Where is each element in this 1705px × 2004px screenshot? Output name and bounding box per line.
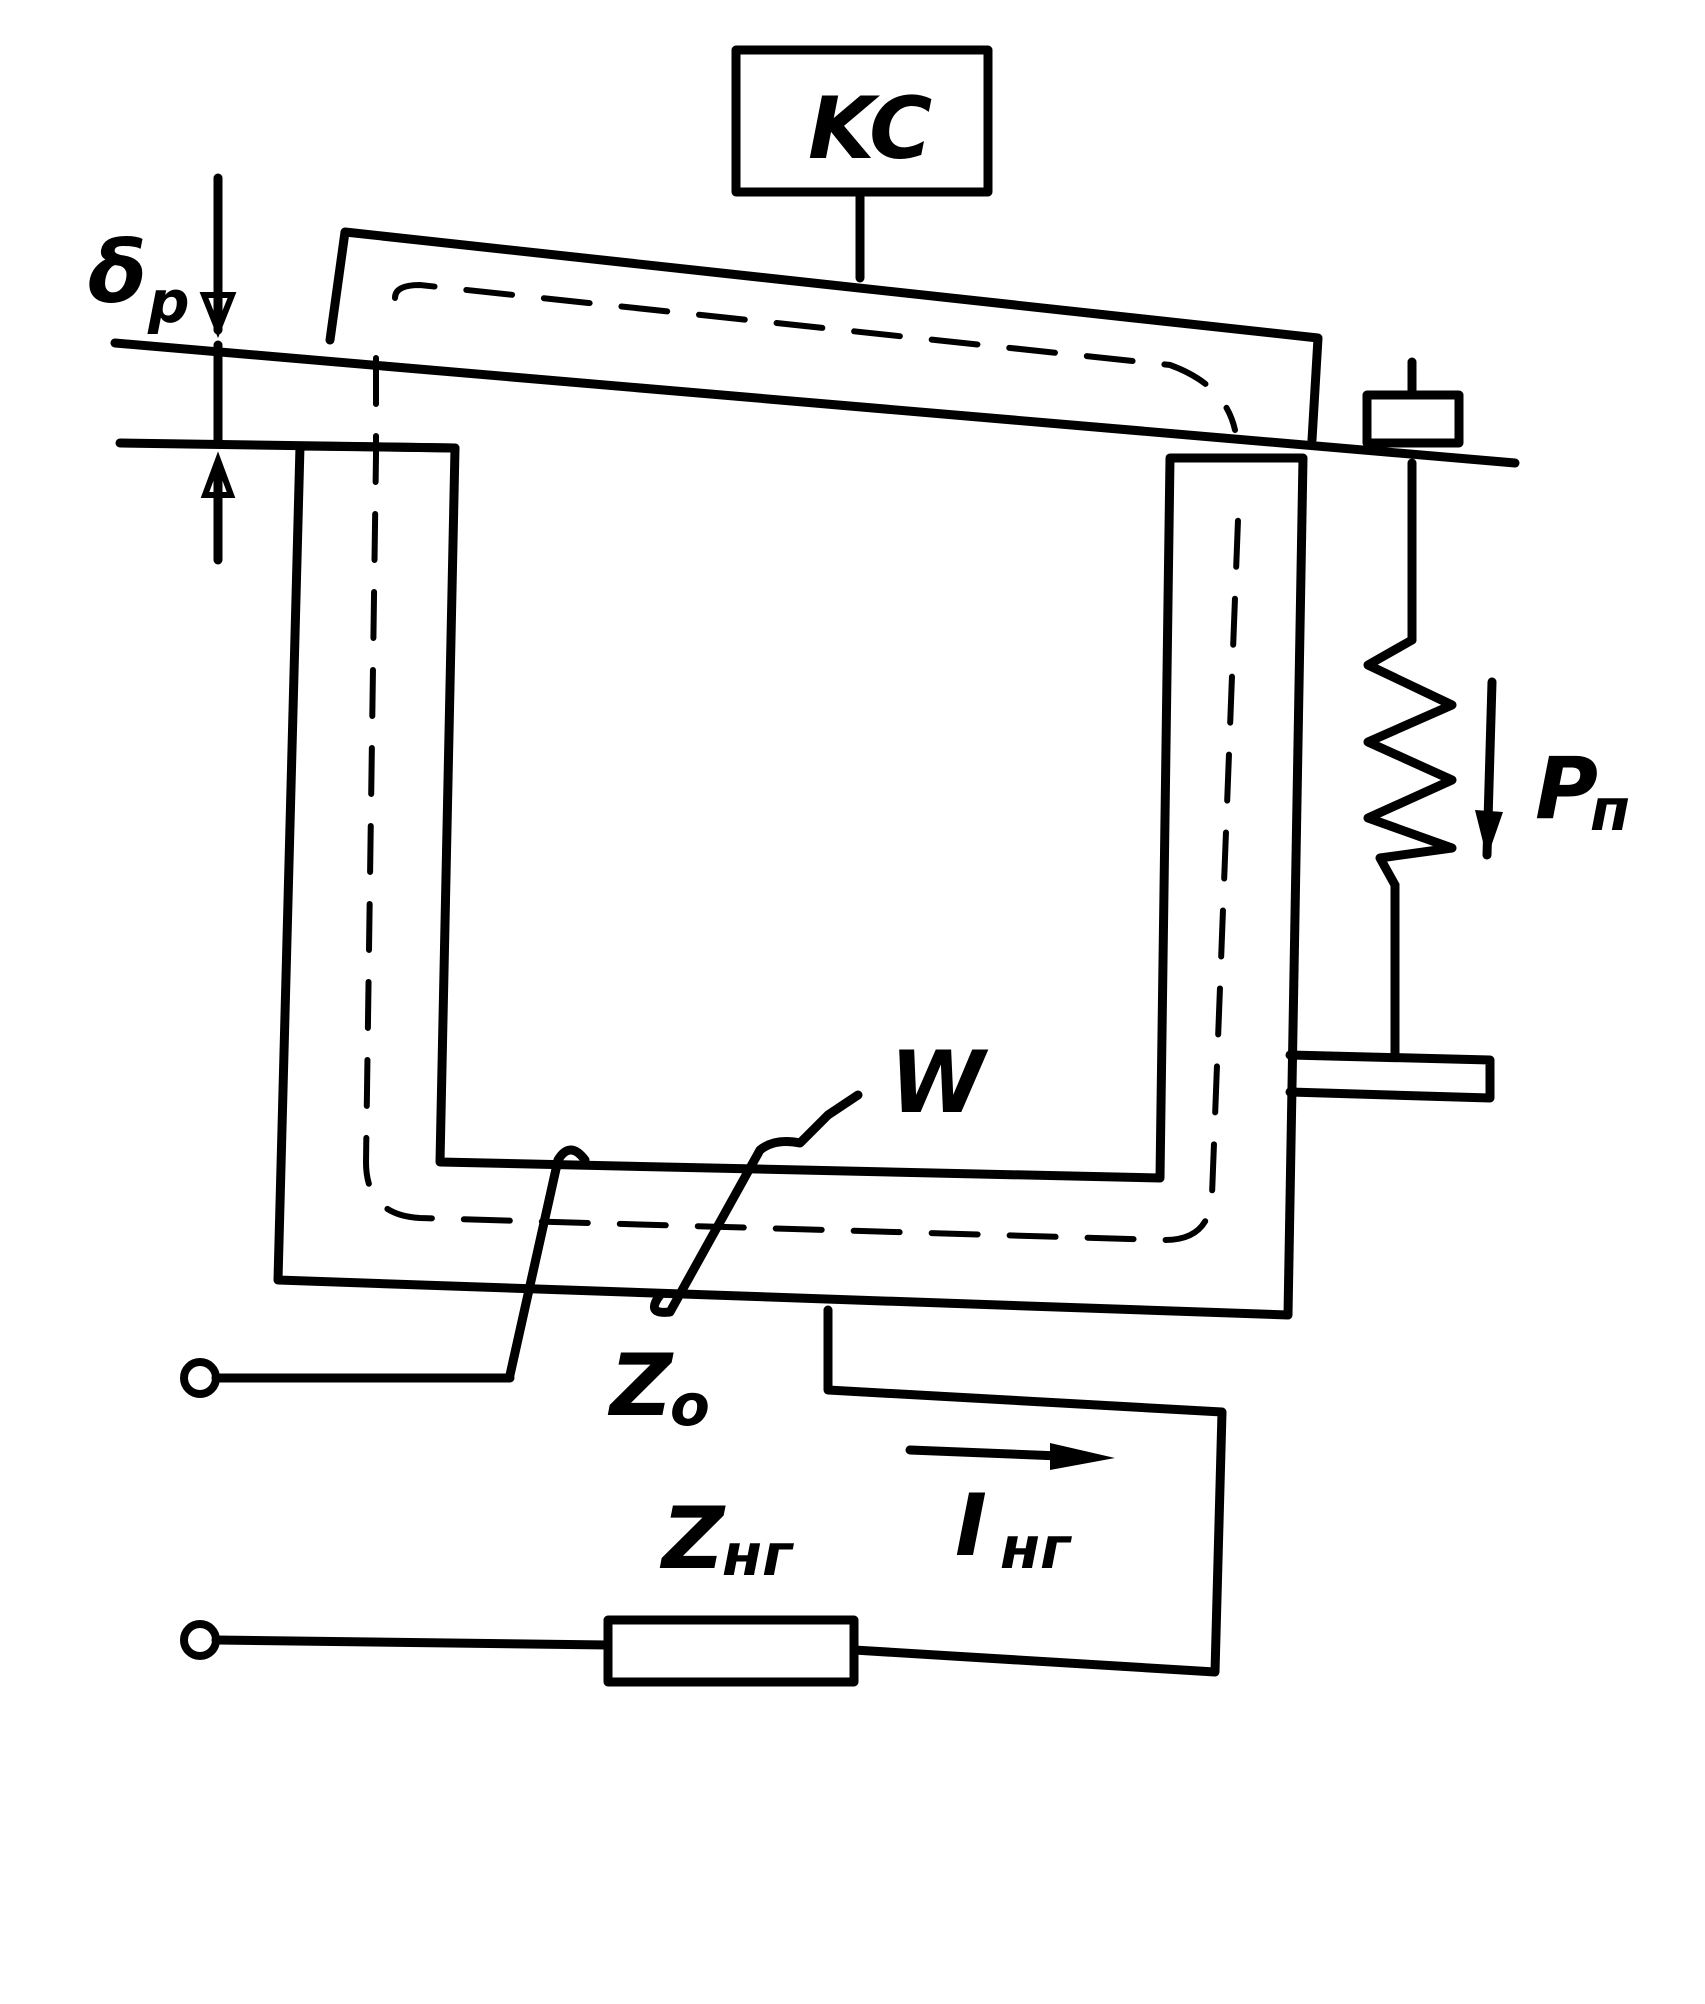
terminal-bottom-wire <box>211 1635 613 1650</box>
spring-coil <box>1363 635 1457 890</box>
spring-mount <box>1362 390 1464 448</box>
force-arrow-head <box>1475 810 1503 858</box>
load-current-label-subscript: нг <box>1000 1514 1072 1582</box>
gap-label-subscript: p <box>147 268 190 336</box>
core-outline <box>273 441 1308 1320</box>
spring-force-label: P <box>1535 739 1598 839</box>
flux-path-core <box>362 355 1241 1244</box>
flux-path-armature <box>392 281 1238 433</box>
gap-indicator: δ p <box>88 173 460 565</box>
winding-turn-1 <box>505 1145 590 1380</box>
spring-bracket <box>1285 1050 1495 1103</box>
input-terminal-top <box>180 1358 220 1398</box>
coil-impedance-label-subscript: о <box>670 1371 710 1439</box>
magnetic-core <box>273 441 1308 1320</box>
winding: W Z о <box>505 1033 989 1439</box>
gap-label: δ <box>88 223 147 323</box>
control-system-label: KC <box>808 79 932 179</box>
flux-path <box>362 281 1241 1244</box>
gap-arrow-bottom-head <box>200 451 236 498</box>
current-arrow-head <box>1050 1443 1115 1470</box>
external-circuit: Z нг I нг <box>180 1305 1227 1687</box>
armature <box>110 227 1520 468</box>
load-current-label: I <box>955 1476 987 1576</box>
spring-force-label-subscript: п <box>1590 776 1630 844</box>
load-impedance-label-subscript: нг <box>722 1521 794 1589</box>
coil-impedance-label: Z <box>607 1336 674 1436</box>
winding-turn-2 <box>649 1090 863 1317</box>
gap-arrow-top-head <box>199 292 237 339</box>
armature-outline <box>325 227 1323 445</box>
spring-assembly: P п <box>1285 357 1630 1103</box>
load-return-wire <box>823 1305 1227 1677</box>
control-system-block: KC <box>731 45 993 283</box>
input-terminal-bottom <box>180 1620 220 1660</box>
load-impedance-resistor <box>603 1615 859 1687</box>
load-impedance-label: Z <box>659 1489 726 1589</box>
armature-bottom-line <box>110 338 1520 468</box>
winding-label: W <box>890 1033 989 1133</box>
